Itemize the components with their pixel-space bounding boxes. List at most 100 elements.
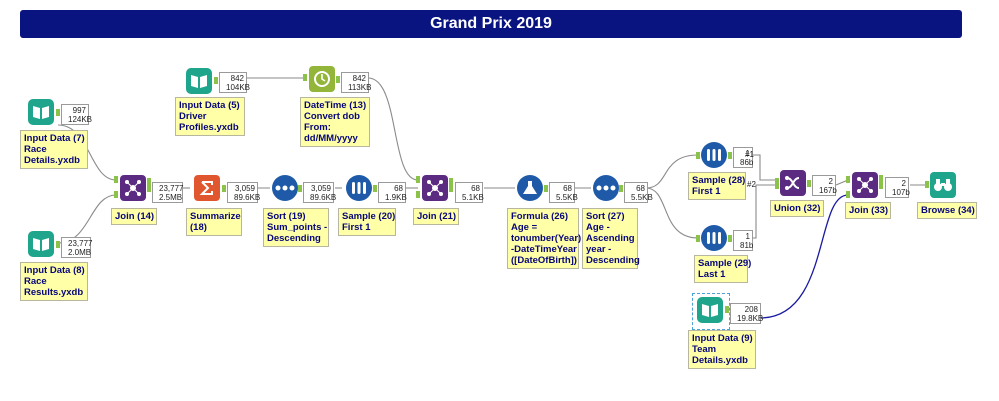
sort-19-tool[interactable] <box>272 175 298 201</box>
input-anchor[interactable] <box>696 152 700 159</box>
connection-tag: #1 <box>745 150 754 159</box>
tool-annotation: Union (32) <box>770 200 824 217</box>
test-tubes-icon <box>707 232 721 244</box>
left-input-anchor[interactable] <box>846 176 850 183</box>
book-icon <box>33 238 49 251</box>
output-anchor[interactable] <box>336 76 340 83</box>
output-anchor[interactable] <box>214 77 218 84</box>
tool-annotation: Browse (34) <box>917 202 977 219</box>
datetime-13-tool[interactable] <box>309 66 335 92</box>
right-input-anchor[interactable] <box>416 191 420 198</box>
output-anchor[interactable] <box>728 235 732 242</box>
tool-annotation: Join (33) <box>845 202 891 219</box>
tool-annotation: Sample (29)Last 1 <box>694 255 751 283</box>
join-output-anchors[interactable] <box>449 178 453 192</box>
join-icon <box>427 180 443 196</box>
input-anchor[interactable] <box>303 74 307 81</box>
right-input-anchor[interactable] <box>114 191 118 198</box>
wire-sample28-union32 <box>752 154 778 181</box>
output-anchor[interactable] <box>298 185 302 192</box>
output-anchor[interactable] <box>544 185 548 192</box>
formula-26-tool[interactable] <box>517 175 543 201</box>
binoculars-icon <box>934 179 952 191</box>
wire-sort27-sample28 <box>645 154 699 189</box>
book-icon <box>191 75 207 88</box>
input-data-9-tool[interactable] <box>697 297 723 323</box>
sample-29-tool[interactable] <box>701 225 727 251</box>
output-anchor[interactable] <box>56 241 60 248</box>
output-anchor[interactable] <box>56 109 60 116</box>
sigma-icon <box>199 181 213 195</box>
output-anchor[interactable] <box>728 152 732 159</box>
output-anchor[interactable] <box>373 185 377 192</box>
union-32-tool[interactable] <box>780 170 806 196</box>
sample-28-tool[interactable] <box>701 142 727 168</box>
tool-annotation: Sample (28)First 1 <box>688 172 746 200</box>
browse-34-tool[interactable] <box>930 172 956 198</box>
join-icon <box>857 177 873 193</box>
wire-datetime13-join21 <box>367 77 419 181</box>
sample-20-tool[interactable] <box>346 175 372 201</box>
tool-annotation: Join (14) <box>111 208 157 225</box>
output-anchor[interactable] <box>725 306 729 313</box>
sort-27-tool[interactable] <box>593 175 619 201</box>
input-data-7-tool[interactable] <box>28 99 54 125</box>
right-input-anchor[interactable] <box>846 191 850 198</box>
join-output-anchors[interactable] <box>879 175 883 189</box>
clock-icon <box>314 71 330 87</box>
input-data-8-tool[interactable] <box>28 231 54 257</box>
left-input-anchor[interactable] <box>416 176 420 183</box>
connection-tag: #2 <box>747 180 756 189</box>
output-anchor[interactable] <box>222 185 226 192</box>
join-output-anchors[interactable] <box>147 178 151 192</box>
union-icon <box>785 176 800 190</box>
summarize-18-tool[interactable] <box>194 175 220 201</box>
join-icon <box>125 180 141 196</box>
test-tubes-icon <box>352 182 366 194</box>
join-14-tool[interactable] <box>120 175 146 201</box>
sort-icon <box>275 185 295 191</box>
tool-annotation: Summarize(18) <box>186 208 242 236</box>
join-33-tool[interactable] <box>852 172 878 198</box>
test-tubes-icon <box>707 149 721 161</box>
input-anchor[interactable] <box>925 181 929 188</box>
tool-annotation: Formula (26)Age =tonumber(Year)-DateTime… <box>507 208 581 269</box>
input-data-5-tool[interactable] <box>186 68 212 94</box>
left-input-anchor[interactable] <box>114 176 118 183</box>
wire-input8-join14 <box>57 194 117 244</box>
sort-icon <box>596 185 616 191</box>
book-icon <box>33 106 49 119</box>
tool-annotation: Sort (19)Sum_points -Descending <box>263 208 329 247</box>
wire-input9-join33-selected <box>759 194 849 319</box>
input-anchor[interactable] <box>775 178 779 189</box>
selection-box <box>692 293 730 330</box>
tool-annotation: Sample (20)First 1 <box>338 208 396 236</box>
output-anchor[interactable] <box>619 185 623 192</box>
join-21-tool[interactable] <box>422 175 448 201</box>
output-anchor[interactable] <box>807 180 811 187</box>
input-anchor[interactable] <box>696 235 700 242</box>
wire-input7-join14 <box>57 124 117 181</box>
